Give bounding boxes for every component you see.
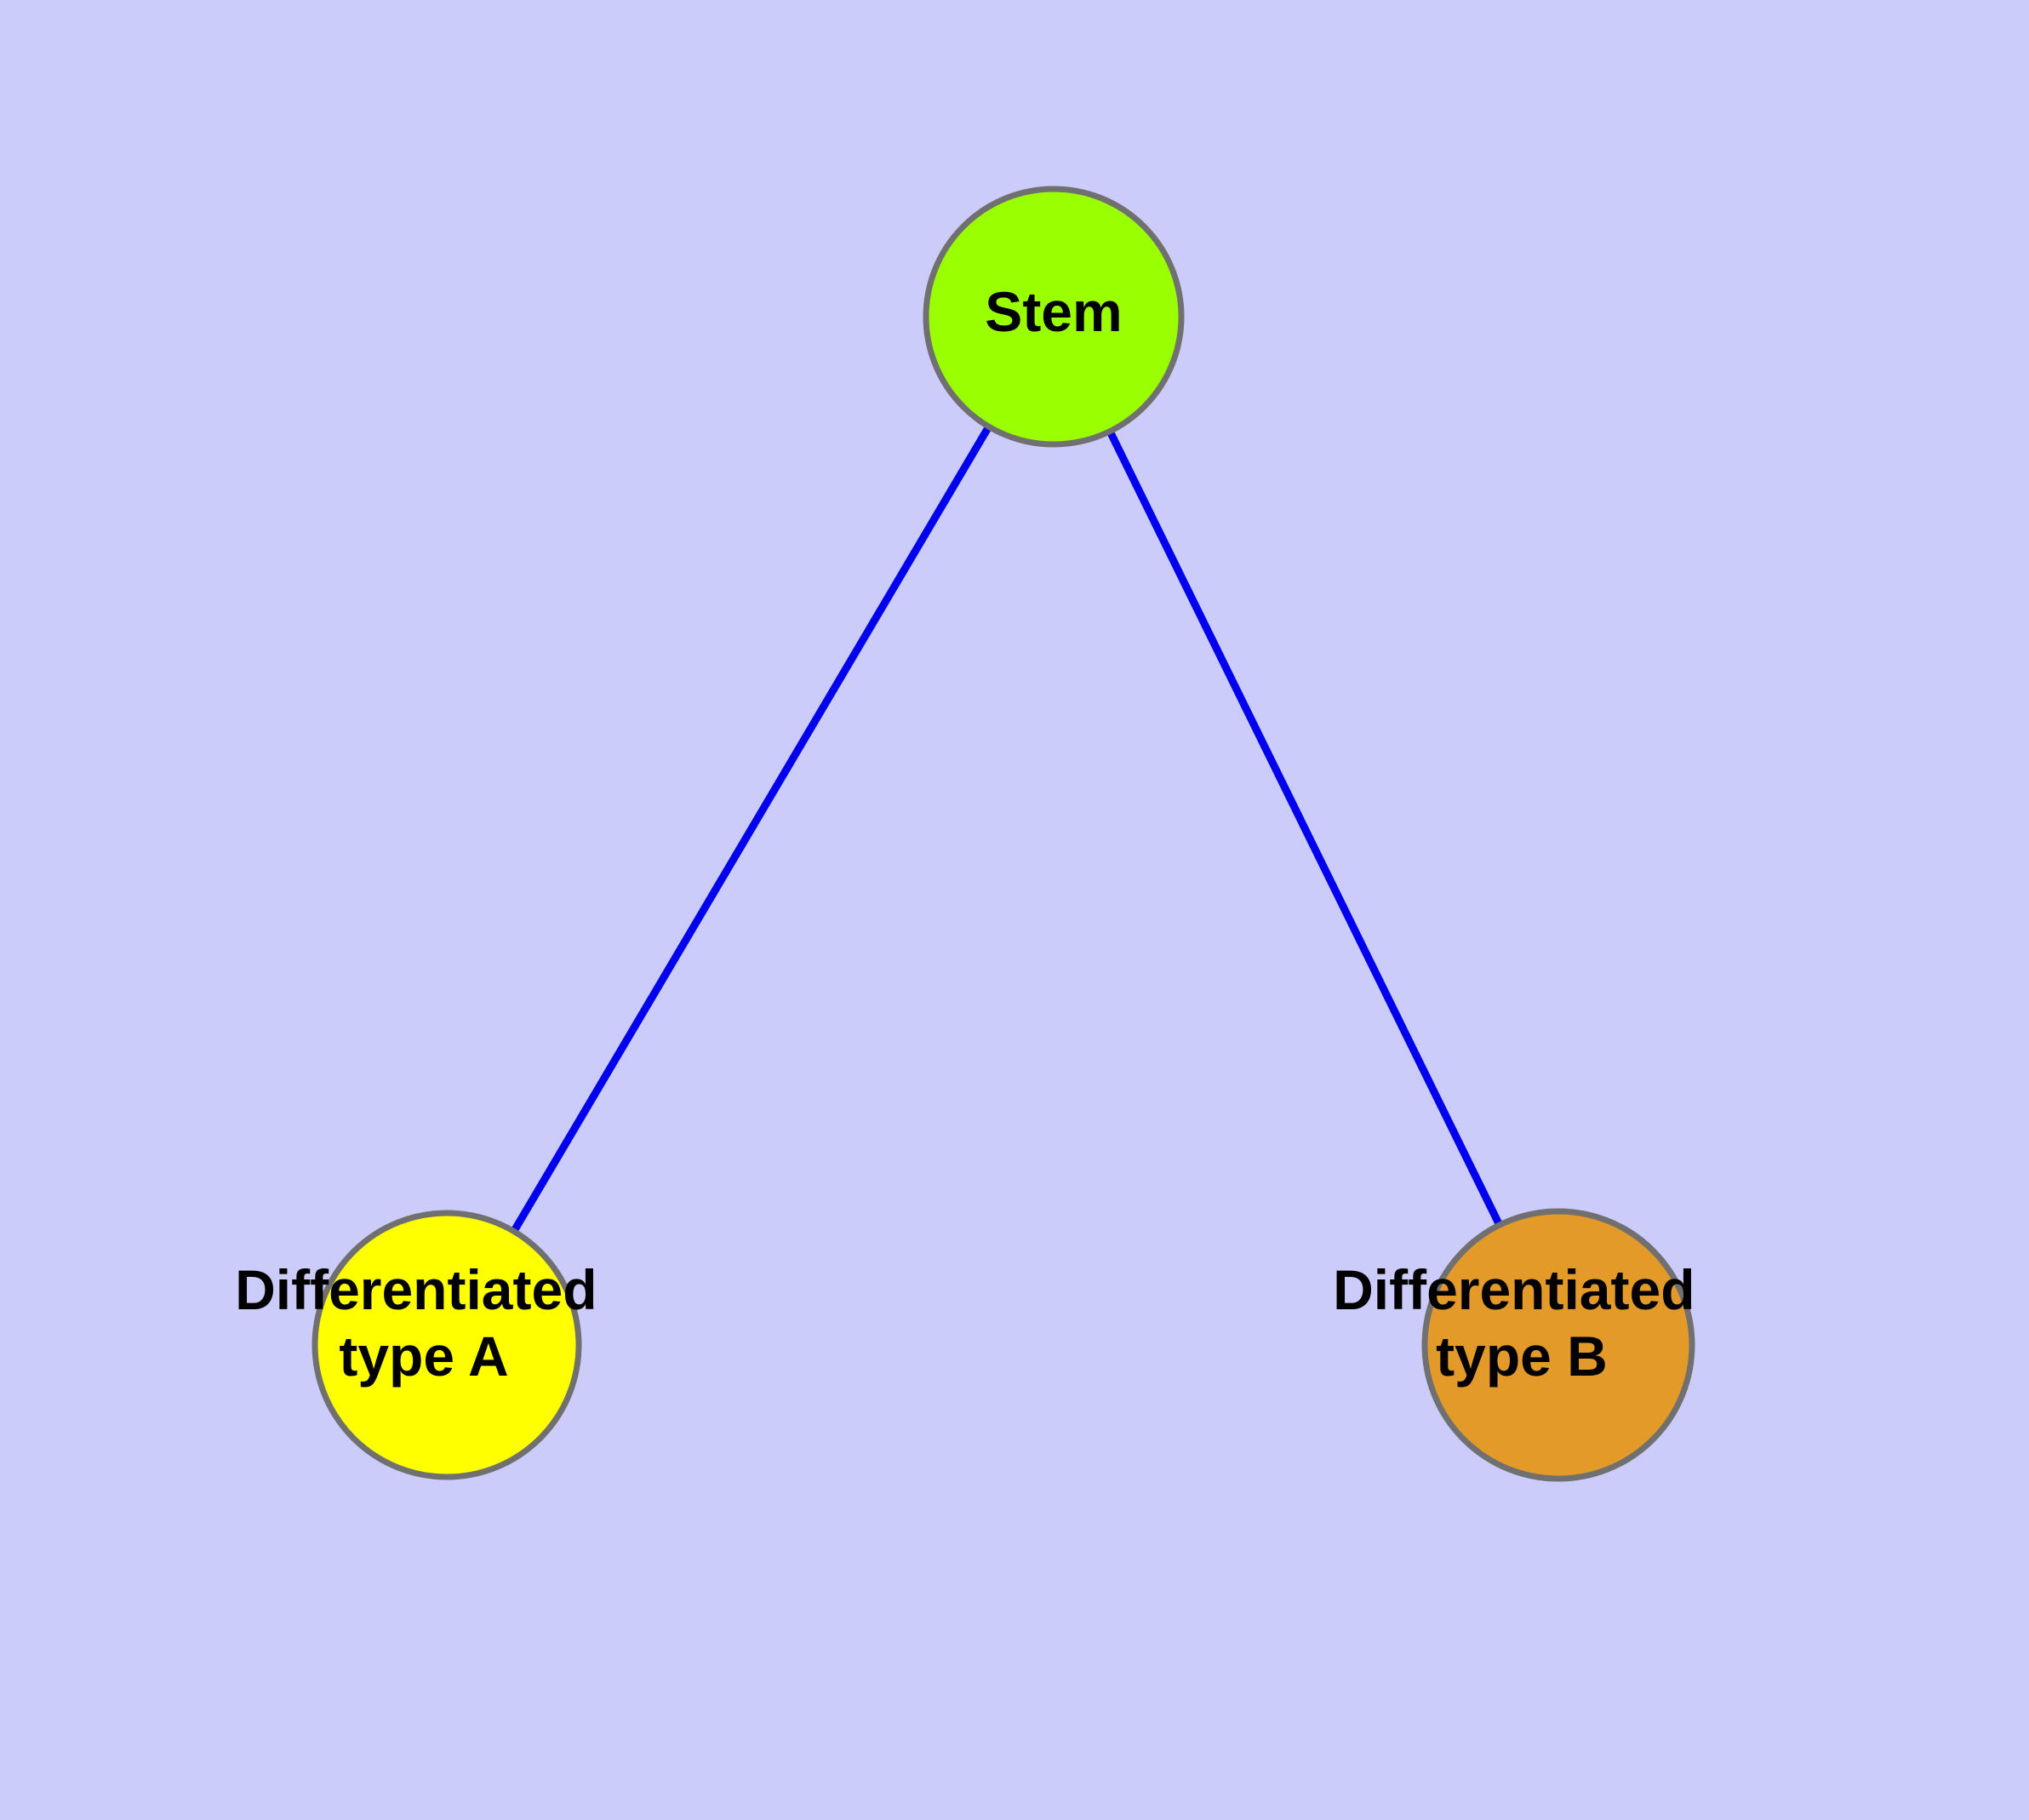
label-layer: Stem Differentiated type A Differentiate… — [235, 280, 1711, 1388]
node-layer — [311, 186, 1695, 1482]
node-stem[interactable] — [923, 186, 1185, 448]
node-differentiated-type-b-circle[interactable] — [1421, 1208, 1695, 1482]
edge-stem-to-differentiated-type-a[interactable] — [443, 314, 1057, 1348]
edge-stem-to-differentiated-type-b[interactable] — [1049, 315, 1563, 1347]
node-differentiated-type-a-circle[interactable] — [311, 1210, 582, 1480]
node-stem-label: Stem — [985, 280, 1122, 343]
node-differentiated-type-a[interactable] — [311, 1210, 582, 1480]
node-differentiated-type-a-label: Differentiated type A — [235, 1258, 613, 1388]
node-differentiated-type-b-label: Differentiated type B — [1333, 1258, 1711, 1388]
node-differentiated-type-b[interactable] — [1421, 1208, 1695, 1482]
node-stem-circle[interactable] — [923, 186, 1185, 448]
edge-layer — [443, 314, 1563, 1348]
